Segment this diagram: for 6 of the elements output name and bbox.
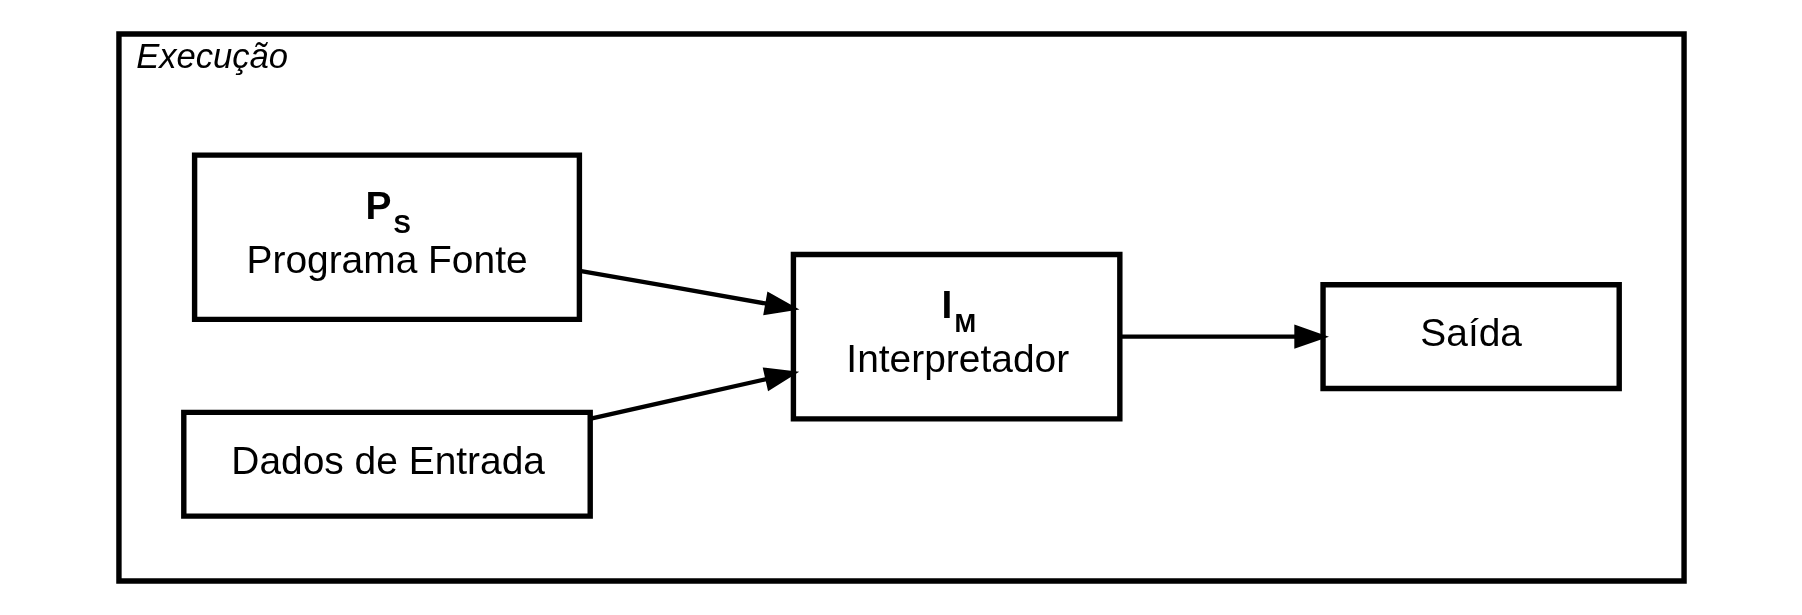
- arrow: [589, 367, 799, 421]
- node-box: Dados de Entrada: [180, 409, 593, 519]
- node-box: I$_{M}$ Interpretador: [790, 251, 1123, 422]
- node-box: Saída: [1319, 282, 1622, 392]
- arrow: [1119, 324, 1329, 349]
- node-box: P$_{S}$ Programa Fonte: [191, 152, 582, 323]
